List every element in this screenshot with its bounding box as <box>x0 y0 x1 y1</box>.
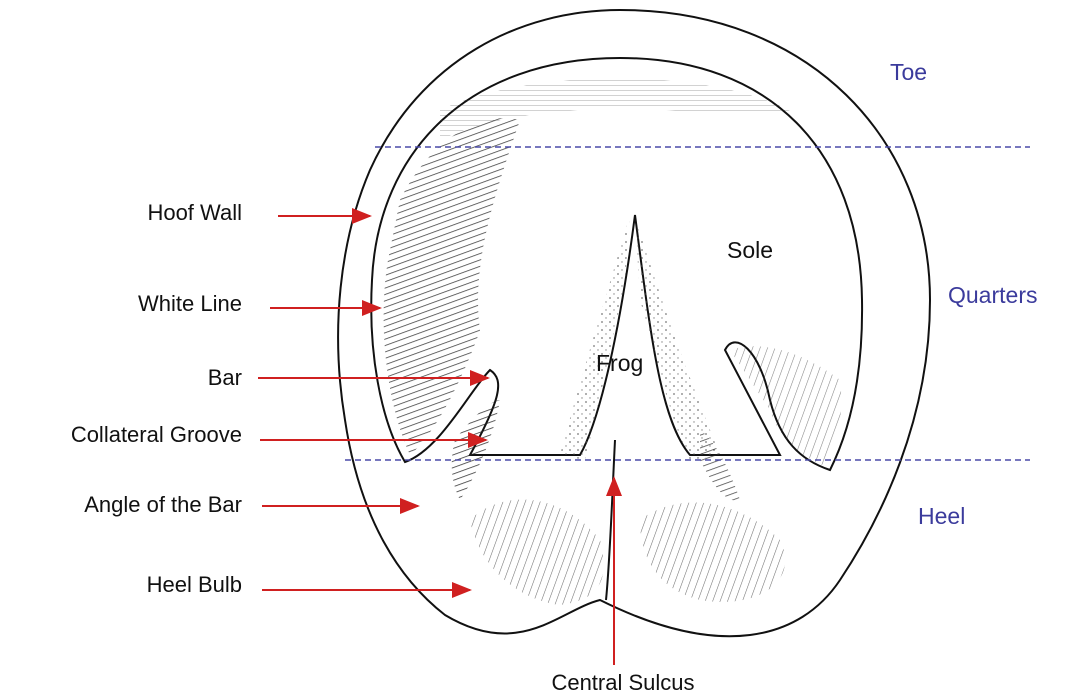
region-label-toe: Toe <box>890 59 927 85</box>
collateral-groove-shading <box>452 400 500 500</box>
label-central-sulcus: Central Sulcus <box>551 670 694 695</box>
frog-shading-left <box>560 215 630 460</box>
heel-bulb-shading <box>470 500 604 605</box>
label-angle-of-the-bar: Angle of the Bar <box>84 492 242 517</box>
region-label-quarters: Quarters <box>948 282 1037 308</box>
collateral-groove-shading-right <box>700 430 740 501</box>
label-bar: Bar <box>208 365 242 390</box>
hoof-illustration <box>338 10 930 636</box>
label-heel-bulb: Heel Bulb <box>147 572 242 597</box>
label-collateral-groove: Collateral Groove <box>71 422 242 447</box>
label-white-line: White Line <box>138 291 242 316</box>
heel-bulb-shading-right <box>640 503 785 602</box>
frog-shading <box>635 215 720 460</box>
label-hoof-wall: Hoof Wall <box>147 200 242 225</box>
region-label-heel: Heel <box>918 503 965 529</box>
label-sole: Sole <box>727 237 773 263</box>
sole-shading-right <box>730 346 841 465</box>
label-frog: Frog <box>596 350 643 376</box>
